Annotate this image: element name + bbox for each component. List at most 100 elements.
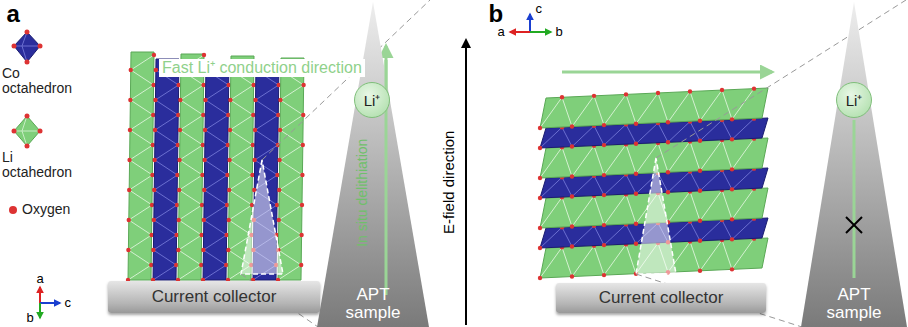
lattice-stroke: [730, 267, 734, 271]
current-collector: Current collector: [556, 283, 766, 313]
lattice-stroke: [252, 158, 256, 162]
fast-conduction-arrow: [562, 71, 772, 74]
lattice-stroke: [602, 143, 606, 147]
fast-conduction-arrow: [385, 46, 388, 300]
lattice-stroke: [127, 158, 131, 162]
lattice-stroke: [656, 91, 660, 95]
lattice-stroke: [152, 53, 156, 57]
lattice-stroke: [730, 167, 734, 171]
lattice-stroke: [698, 119, 702, 123]
lattice-stroke: [634, 241, 638, 245]
lattice-stroke: [538, 196, 542, 200]
panel-letter: a: [7, 1, 20, 27]
apt-sample: APT sampleLi⁺: [800, 0, 908, 327]
lattice-stroke: [153, 98, 157, 102]
lattice-b: [538, 86, 768, 280]
lattice-stroke: [178, 128, 182, 132]
zoom-line: [262, 0, 430, 160]
lattice-stroke: [666, 170, 670, 174]
lattice-stroke: [634, 171, 638, 175]
li-label: Li⁺: [846, 90, 863, 110]
lattice-stroke: [538, 246, 542, 250]
lattice-stroke: [202, 218, 206, 222]
lattice-stroke: [152, 188, 156, 192]
lattice-stroke: [698, 239, 702, 243]
lattice-stroke: [127, 188, 131, 192]
lattice-stroke: [203, 128, 207, 132]
lattice-stroke: [730, 237, 734, 241]
lattice-stroke: [151, 248, 155, 252]
axis-label: b: [556, 25, 563, 39]
lattice-a: [126, 52, 306, 282]
apt-triangle: [316, 0, 430, 327]
lattice-stroke: [300, 203, 304, 207]
lattice-stroke: [538, 226, 542, 230]
field-label: E-field direction: [441, 130, 458, 233]
lattice-stroke: [227, 218, 231, 222]
lattice-stroke: [570, 144, 574, 148]
lattice-stroke: [634, 191, 638, 195]
direction-label: Fast Li⁺ conduction direction: [159, 59, 365, 77]
lattice-stroke: [151, 83, 155, 87]
lattice-stroke: [538, 176, 542, 180]
lattice-stroke: [128, 55, 154, 280]
li-layer: [540, 88, 768, 128]
lattice-stroke: [176, 248, 180, 252]
li-layer: [178, 54, 204, 280]
axes-b: [510, 14, 551, 32]
lattice-stroke: [203, 98, 207, 102]
lattice-stroke: [277, 188, 281, 192]
lattice-stroke: [301, 113, 305, 117]
lattice-stroke: [253, 128, 257, 132]
lattice-stroke: [202, 53, 206, 57]
li-layer: [128, 52, 154, 280]
li-ion: Li⁺: [836, 82, 872, 118]
lattice-stroke: [253, 98, 257, 102]
lattice-stroke: [730, 117, 734, 121]
lattice-stroke: [634, 221, 638, 225]
co-layer: [203, 61, 229, 280]
li-layer: [278, 58, 304, 280]
lattice-stroke: [570, 224, 574, 228]
panel-letter: b: [489, 1, 504, 27]
lattice-stroke: [602, 193, 606, 197]
lattice-stroke: [251, 113, 255, 117]
lattice-stroke: [128, 98, 132, 102]
lattice-stroke: [698, 139, 702, 143]
lattice-stroke: [126, 248, 130, 252]
lattice-stroke: [560, 95, 564, 99]
e-field-arrow: [465, 40, 467, 325]
lattice-stroke: [277, 218, 281, 222]
lattice-stroke: [538, 126, 542, 130]
lattice-stroke: [154, 68, 158, 72]
lattice-stroke: [570, 244, 574, 248]
lattice-stroke: [634, 141, 638, 145]
legend-label: Li octahedron: [2, 150, 82, 181]
lattice-stroke: [128, 128, 132, 132]
lattice-stroke: [178, 98, 182, 102]
apt-outline: [801, 2, 907, 327]
lattice-stroke: [698, 189, 702, 193]
lattice-stroke: [201, 83, 205, 87]
sample-region-a: [241, 160, 283, 274]
lattice-stroke: [540, 89, 754, 128]
lattice-stroke: [570, 194, 574, 198]
lattice-stroke: [151, 113, 155, 117]
lattice-stroke: [730, 187, 734, 191]
lattice-stroke: [152, 158, 156, 162]
conduction-line: [853, 120, 856, 278]
lattice-stroke: [538, 276, 542, 280]
lattice-stroke: [178, 55, 204, 280]
lattice-stroke: [570, 174, 574, 178]
lattice-stroke: [730, 137, 734, 141]
lattice-stroke: [666, 190, 670, 194]
li-octahedron-icon: [12, 114, 43, 149]
lattice-stroke: [277, 158, 281, 162]
lattice-stroke: [602, 223, 606, 227]
collector-label: Current collector: [152, 287, 277, 307]
lattice-stroke: [228, 98, 232, 102]
lattice-stroke: [226, 248, 230, 252]
delithiation-label: In situ delithiation: [355, 138, 370, 246]
apt-label: APT sample: [333, 286, 413, 323]
legend-label: Co octahedron: [2, 66, 82, 97]
